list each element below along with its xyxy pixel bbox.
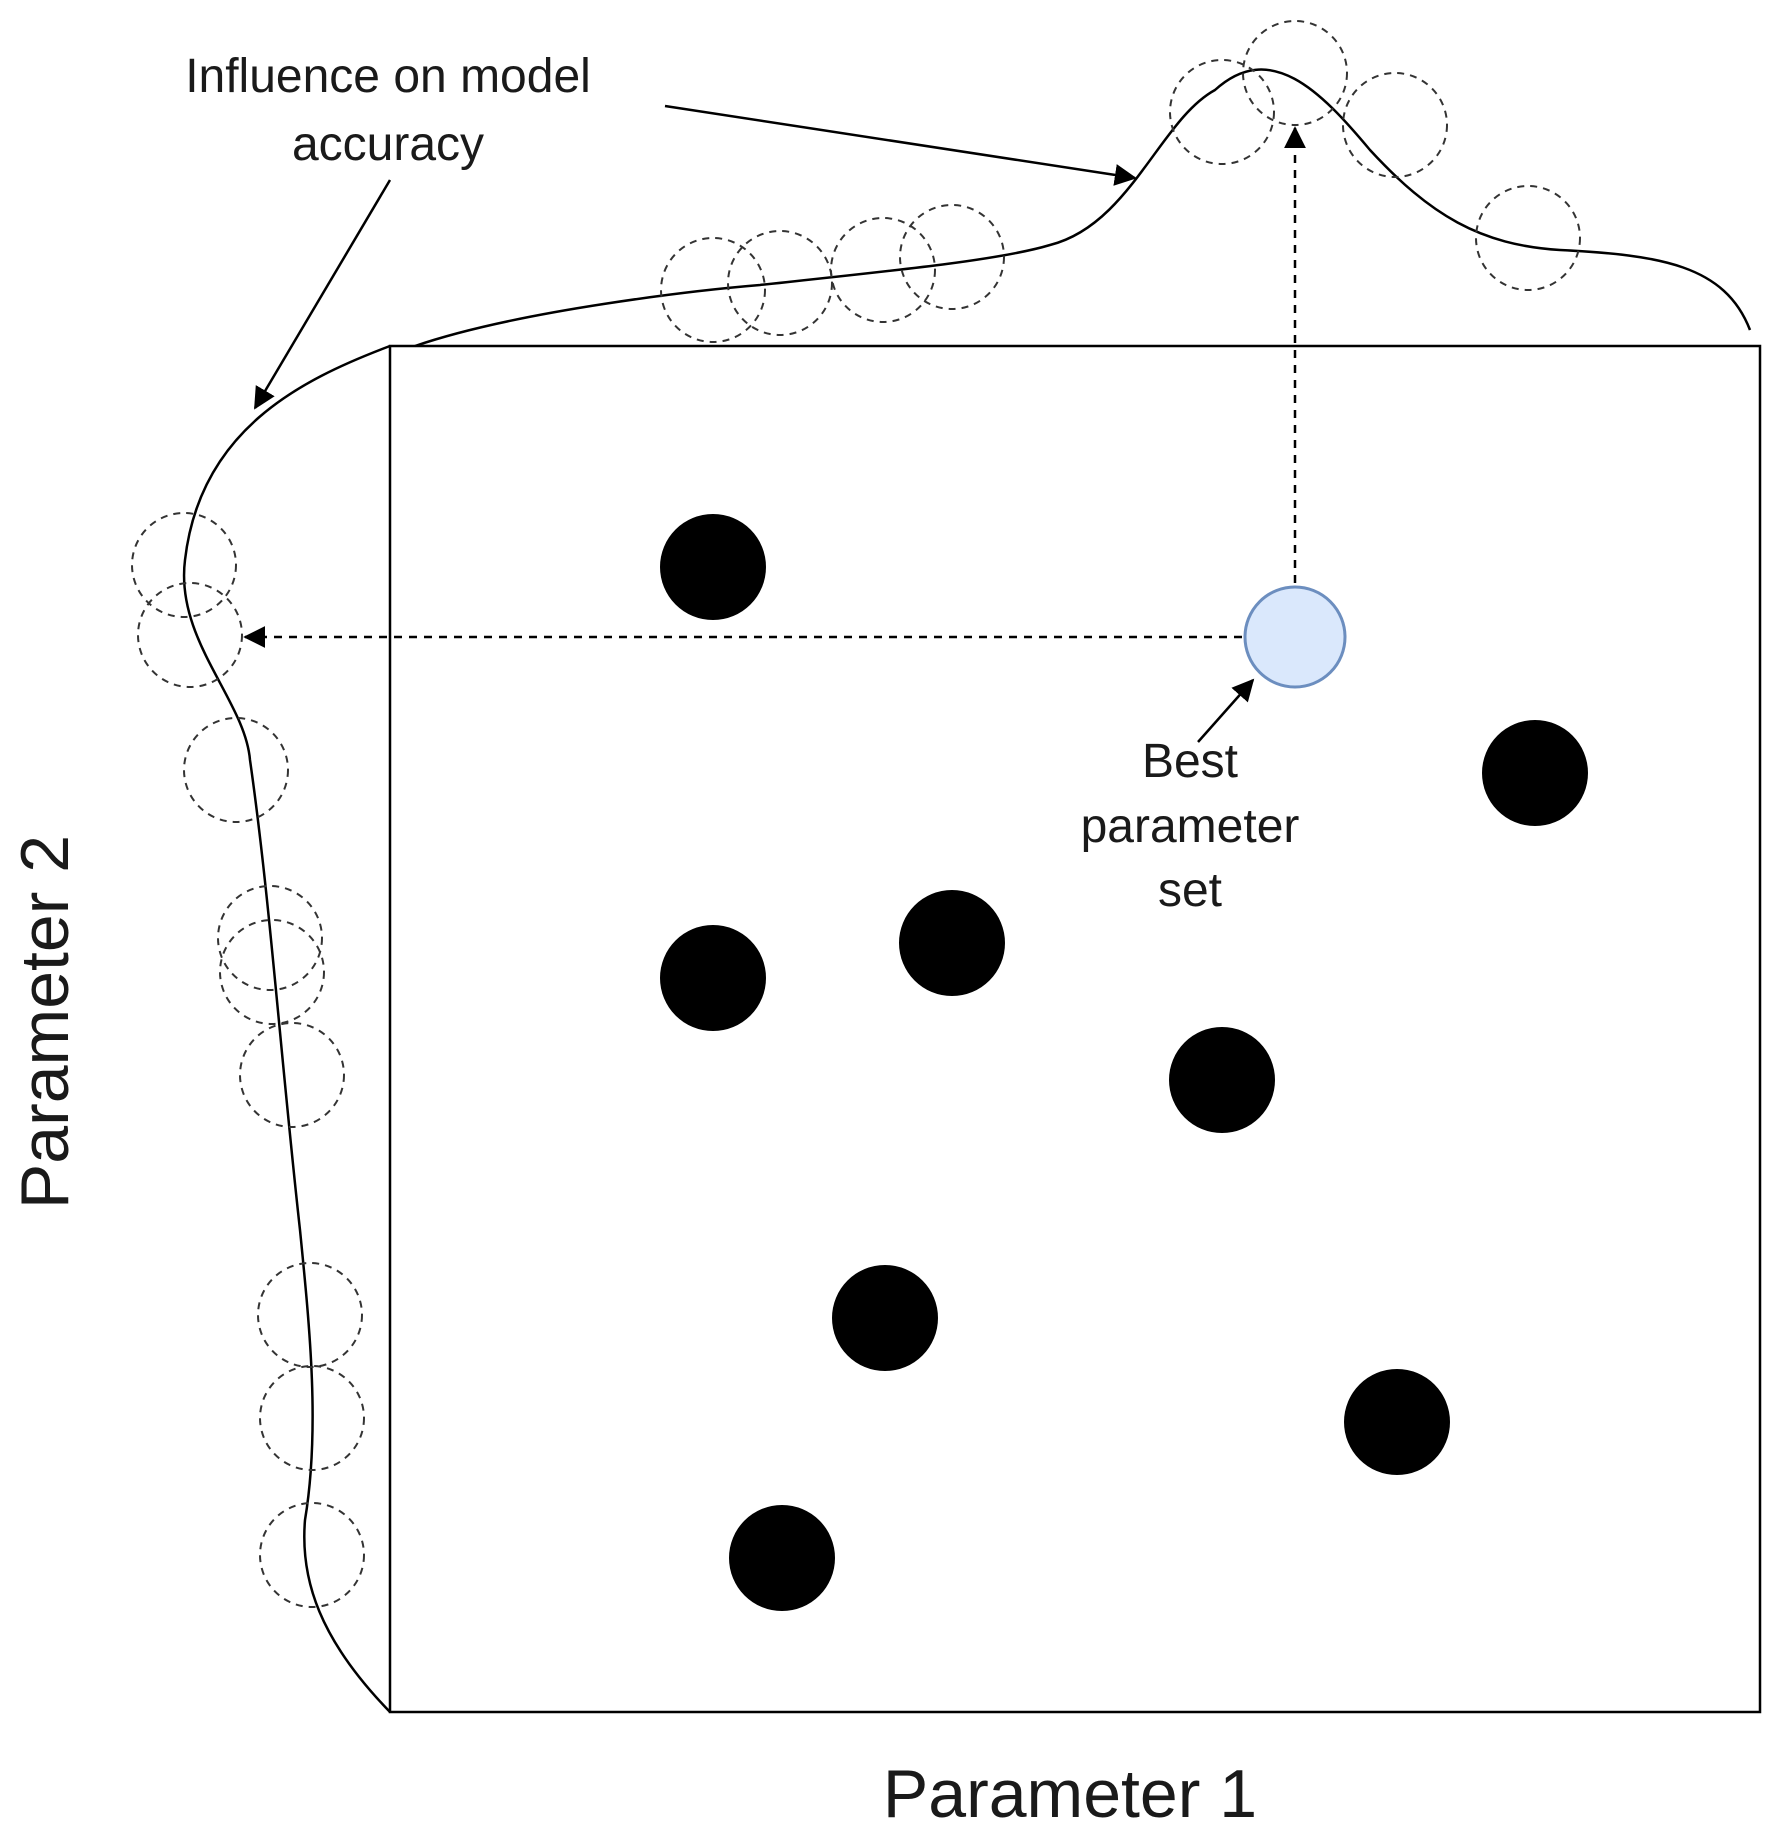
left-projection-circle: [257, 1262, 363, 1368]
trial-points: [660, 514, 1588, 1611]
left-projection-circle: [259, 1365, 365, 1471]
top-projection-circle: [1242, 20, 1348, 126]
top-accuracy-curve: [414, 68, 1752, 348]
left-accuracy-curve: [182, 344, 391, 1713]
top-projection-circle: [660, 237, 766, 343]
influence-label-line2: accuracy: [292, 118, 484, 171]
top-projection-circle: [1342, 72, 1448, 178]
trial-point: [1344, 1369, 1450, 1475]
left-projection-circle: [239, 1022, 345, 1128]
top-projection-circle: [1475, 185, 1581, 291]
trial-point: [832, 1265, 938, 1371]
left-projection-circle: [131, 512, 237, 618]
top-projection-circle: [1169, 59, 1275, 165]
top-projection-circle: [899, 204, 1005, 310]
best-label-arrow: [1197, 678, 1255, 743]
left-projection-circles: [131, 512, 365, 1608]
parameter-space-box: [388, 344, 1762, 1714]
left-projection-circle: [219, 919, 325, 1025]
trial-point: [660, 925, 766, 1031]
trial-point: [1169, 1027, 1275, 1133]
trial-point: [899, 890, 1005, 996]
trial-point: [1482, 720, 1588, 826]
trial-point: [660, 514, 766, 620]
best-label-line1: Best: [1142, 735, 1238, 788]
trial-point: [729, 1505, 835, 1611]
best-label-line2: parameter: [1081, 800, 1300, 853]
influence-arrow-left: [253, 179, 392, 410]
top-projection-circle: [830, 217, 936, 323]
best-label-line3: set: [1158, 864, 1222, 917]
best-parameter-point: [1243, 585, 1347, 689]
influence-arrow-top: [664, 104, 1137, 186]
y-axis-label: Parameter 2: [7, 835, 83, 1209]
influence-label-line1: Influence on model: [185, 50, 591, 103]
left-projection-circle: [217, 885, 323, 991]
left-projection-circle: [259, 1502, 365, 1608]
left-projection-circle: [137, 582, 243, 688]
top-projection-circle: [727, 230, 833, 336]
top-projection-circles: [660, 20, 1581, 343]
left-projection-circle: [183, 717, 289, 823]
x-axis-label: Parameter 1: [883, 1756, 1257, 1832]
